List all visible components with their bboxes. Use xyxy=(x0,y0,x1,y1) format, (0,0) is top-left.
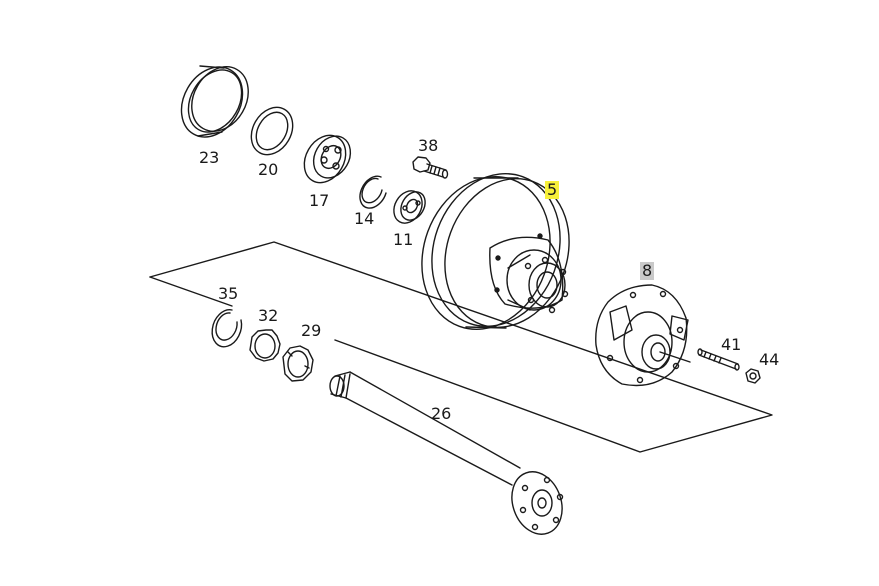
part-23-bearing-cup[interactable] xyxy=(169,56,259,148)
label-part-38[interactable]: 38 xyxy=(418,136,439,155)
label-part-32[interactable]: 32 xyxy=(258,306,279,325)
part-38-bolt[interactable] xyxy=(413,157,448,178)
part-32-lock-washer[interactable] xyxy=(250,330,280,361)
part-20-seal-ring[interactable] xyxy=(243,100,301,162)
label-part-20[interactable]: 20 xyxy=(258,160,279,179)
part-29-slotted-nut[interactable] xyxy=(283,346,313,381)
label-part-11[interactable]: 11 xyxy=(393,230,414,249)
label-part-44[interactable]: 44 xyxy=(759,350,780,369)
part-5-brake-drum-hub[interactable] xyxy=(401,155,589,347)
label-part-5-highlighted[interactable]: 5 xyxy=(545,180,560,199)
part-14-snap-ring[interactable] xyxy=(360,176,386,208)
assembly-outline xyxy=(150,242,772,452)
label-part-17[interactable]: 17 xyxy=(309,191,330,210)
part-17-bearing[interactable] xyxy=(296,128,358,190)
part-8-backing-plate[interactable] xyxy=(596,285,690,386)
part-44-nut[interactable] xyxy=(746,369,760,383)
label-part-14[interactable]: 14 xyxy=(354,209,375,228)
part-26-axle-shaft[interactable] xyxy=(330,372,570,541)
part-35-retaining-ring[interactable] xyxy=(212,310,241,347)
part-11-small-bearing[interactable] xyxy=(388,186,430,228)
label-part-35[interactable]: 35 xyxy=(218,284,239,303)
label-part-26[interactable]: 26 xyxy=(431,404,452,423)
part-41-stud[interactable] xyxy=(698,349,739,370)
label-part-8-highlighted[interactable]: 8 xyxy=(640,261,655,280)
label-part-23[interactable]: 23 xyxy=(199,148,220,167)
label-part-29[interactable]: 29 xyxy=(301,321,322,340)
label-part-41[interactable]: 41 xyxy=(721,335,742,354)
assembly-outline-left xyxy=(150,277,232,306)
